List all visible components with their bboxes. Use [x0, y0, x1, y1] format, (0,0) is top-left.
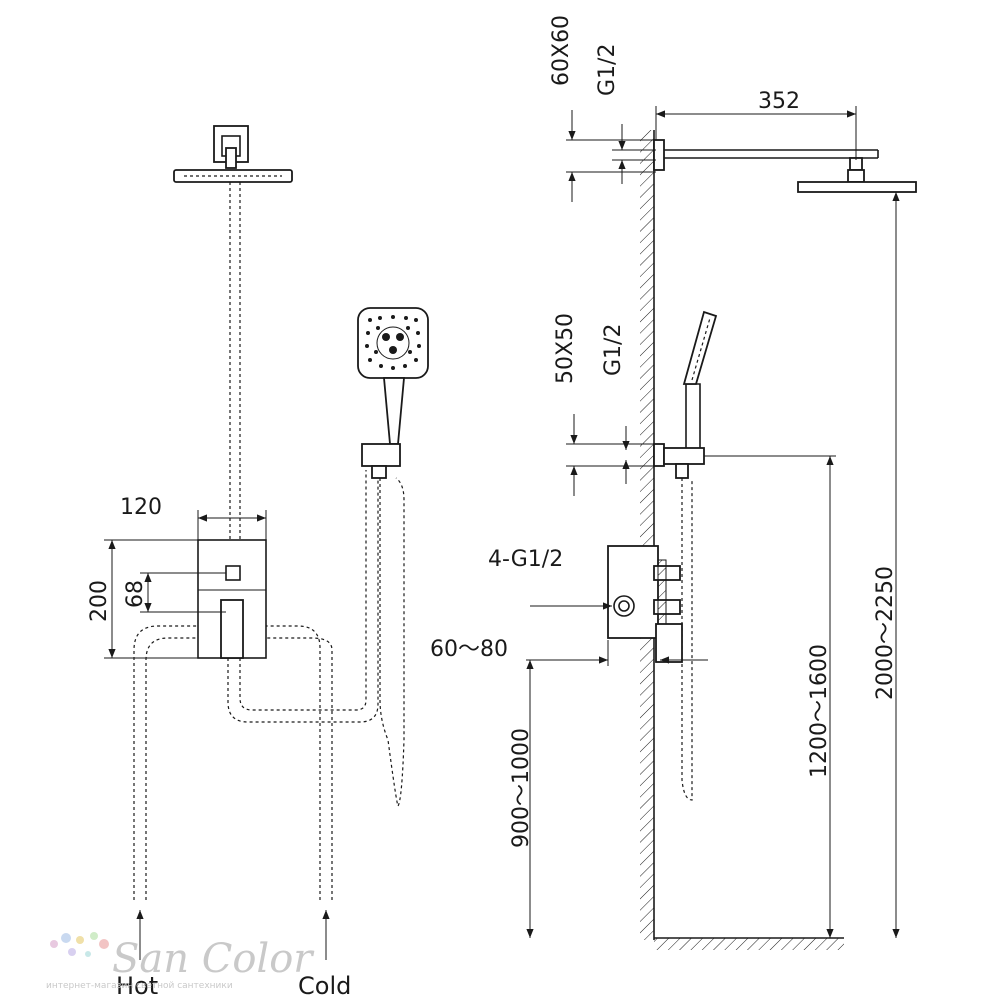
dim-top-thread: G1/2 [595, 44, 620, 96]
watermark-brand: San Color [112, 936, 315, 982]
watermark-tagline: интернет-магазин светной сантехники [46, 981, 233, 991]
hand-shower-front [357, 307, 429, 808]
label-cold: Cold [298, 972, 351, 1000]
watermark: San Color интернет-магазин светной санте… [46, 932, 315, 991]
dim-offset: 68 [123, 580, 148, 608]
hand-shower-holder-side [653, 310, 718, 801]
supply-piping-front [133, 470, 379, 900]
mixer-plate-front [197, 539, 267, 659]
front-dimensions [104, 510, 267, 659]
dim-holder-height: 1200～1600 [807, 644, 832, 778]
dim-head-height: 2000～2250 [873, 566, 898, 700]
floor-section [654, 938, 844, 950]
dim-mid-thread: G1/2 [601, 324, 626, 376]
dim-height: 200 [87, 580, 112, 622]
dim-valve-ports: 4-G1/2 [488, 547, 563, 572]
rain-shower-head-front [173, 125, 293, 183]
side-view: 352 60X60 G1/2 50X50 G1/2 4-G1/2 60～80 9… [430, 15, 917, 950]
inlet-arrows [136, 910, 330, 960]
shower-arm-side [653, 139, 917, 193]
riser-pipe-front [229, 182, 241, 540]
side-dimensions [526, 106, 900, 938]
dim-valve-depth: 60～80 [430, 637, 508, 662]
label-hot: Hot [116, 972, 158, 1000]
dim-valve-height: 900～1000 [509, 728, 534, 848]
concealed-valve-side [607, 545, 683, 663]
wall-section [640, 130, 654, 940]
dim-mid-flange: 50X50 [553, 313, 578, 384]
dim-width: 120 [120, 495, 162, 520]
dim-arm-length: 352 [758, 89, 800, 114]
dim-top-flange: 60X60 [549, 15, 574, 86]
front-view: 120 200 68 Hot Cold [87, 125, 429, 1000]
